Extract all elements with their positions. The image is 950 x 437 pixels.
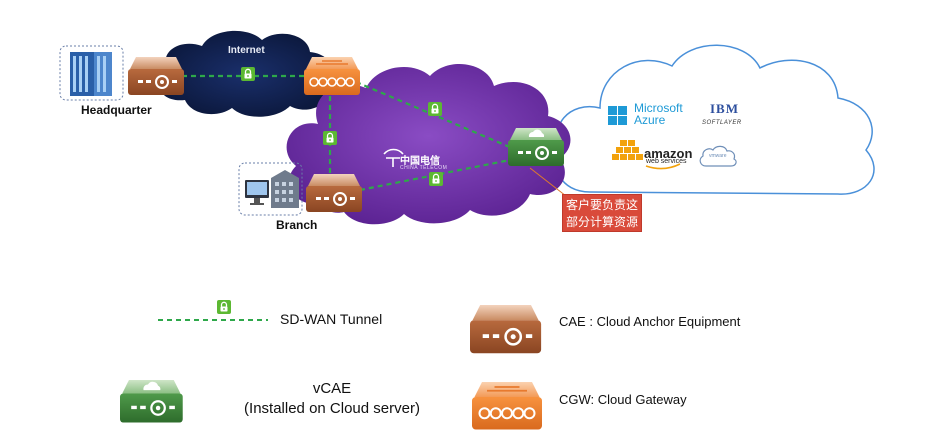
softlayer-logo: SOFTLAYER [702,120,742,126]
tunnel-lock-icon [240,66,256,82]
vmware-logo-text: vmware [709,153,727,159]
microsoft-text: Microsoft [634,101,683,115]
legend-lock-icon [216,299,232,315]
china-telecom-logo-icon [383,148,404,167]
azure-text: Azure [634,113,666,127]
amazon-smile-icon [645,163,681,170]
callout-line-1: 客户要负责这 [565,198,638,212]
callout-connector [529,167,567,197]
legend-cgw-device [471,381,543,431]
callout-line-2: 部分计算资源 [565,215,638,229]
legend-vcae-device [118,378,184,424]
amazon-boxes-icon [612,140,643,160]
microsoft-logo-icon [608,106,627,125]
branch-computer-icon [238,162,303,216]
vmware-cloud-icon [699,145,737,167]
customer-responsibility-callout: 客户要负责这 部分计算资源 [562,194,642,232]
ibm-logo: IBM [710,101,739,116]
branch-cae-device [305,173,363,213]
legend-cgw-label: CGW: Cloud Gateway [559,392,687,407]
headquarter-label: Headquarter [81,103,152,117]
tunnel-lock-icon [427,101,443,117]
legend-cae-label: CAE : Cloud Anchor Equipment [559,314,741,329]
tunnel-lock-icon [428,171,444,187]
tunnel-lock-icon [322,130,338,146]
legend-cae-device [468,303,543,355]
legend-vcae-title: vCAE [312,380,352,397]
hq-cae-device [127,56,185,96]
headquarter-building-icon [59,45,124,101]
aws-logo-text: web services [646,158,687,165]
cgw-device [303,56,361,96]
carrier-name-en: CHINA TELECOM [400,165,448,171]
branch-label: Branch [276,218,318,232]
microsoft-azure-logo: Microsoft Azure [634,102,683,126]
vcae-device [507,127,565,167]
internet-label: Internet [228,45,265,56]
legend-vcae-label: vCAE (Installed on Cloud server) [232,379,432,419]
amazon-logo-text: amazon [644,146,693,161]
legend-tunnel-label: SD-WAN Tunnel [280,311,383,327]
carrier-name-cn: 中国电信 [400,156,440,167]
legend-vcae-subtitle: (Installed on Cloud server) [244,400,420,417]
